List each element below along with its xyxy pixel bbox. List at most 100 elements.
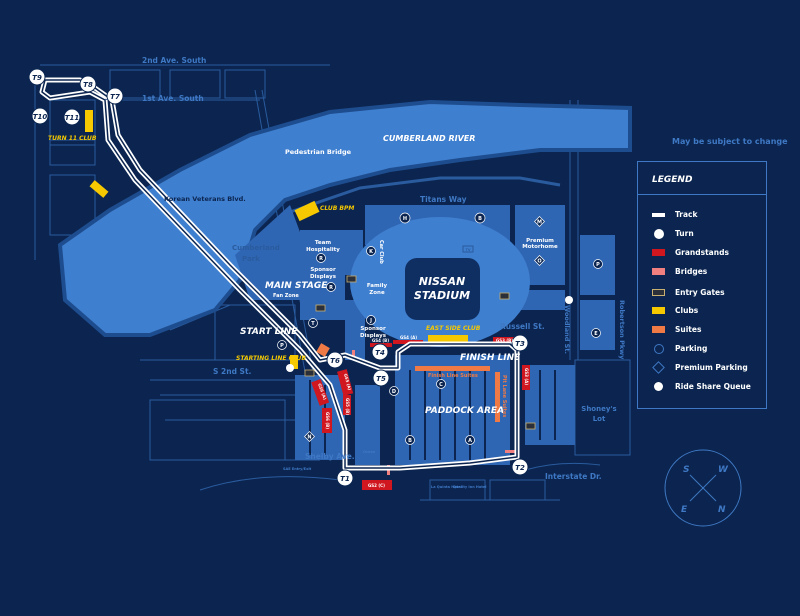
compass-s: S <box>683 465 689 475</box>
legend-label: Turn <box>675 229 694 238</box>
compass: S W E N <box>664 449 742 527</box>
team-hospitality-label: Hospitality <box>306 247 340 253</box>
compass-n: N <box>718 505 726 515</box>
grandstand-label: GS3 (A) <box>524 368 529 385</box>
legend-label: Bridges <box>675 267 708 276</box>
grandstand-label: GS5 (B) <box>345 398 350 415</box>
legend-label: Suites <box>675 325 702 334</box>
legend: LEGEND Track Turn Grandstands Bridges En… <box>637 161 767 409</box>
starting-line-club-label: STARTING LINE CLUB <box>236 355 306 362</box>
grandstand-label: GS4 (A) <box>400 335 417 340</box>
legend-item-ride-share: Ride Share Queue <box>652 382 751 391</box>
turn-label: T4 <box>375 349 385 357</box>
turn-t6: T6 <box>326 351 344 369</box>
legend-item-suites: Suites <box>652 325 701 334</box>
legend-item-track: Track <box>652 210 698 219</box>
parking-letter: B <box>408 438 412 444</box>
track <box>39 77 520 471</box>
club-bpm-label: CLUB BPM <box>320 205 354 212</box>
turn-t2: T2 <box>511 458 529 476</box>
legend-label: Track <box>675 210 698 219</box>
parking-letter: M <box>537 220 542 226</box>
family-zone-label: Family <box>367 283 388 289</box>
stadium-label: NISSAN <box>419 275 465 288</box>
turn-label: T5 <box>376 375 386 383</box>
starting-line-club-box <box>290 355 298 369</box>
grandstand-label: GS4 (B) <box>372 338 389 343</box>
legend-label: Premium Parking <box>675 363 748 372</box>
turn-label: T8 <box>83 81 93 89</box>
premium-parking-icon: M <box>534 216 545 227</box>
club-icon <box>652 307 665 314</box>
turn-icon <box>652 228 665 239</box>
street-s-2nd: S 2nd St. <box>213 367 252 376</box>
entry-gates <box>304 275 536 430</box>
park-label: Park <box>242 255 260 263</box>
turn-label: T1 <box>340 475 350 483</box>
street-entry: SAE Entry/Exit <box>283 467 312 471</box>
east-side-club-box <box>428 335 468 343</box>
parking-letter: R <box>319 256 323 262</box>
legend-item-grandstands: Grandstands <box>652 248 729 257</box>
stadium-field <box>405 258 480 320</box>
legend-label: Grandstands <box>675 248 729 257</box>
parking-letter: P <box>280 343 284 349</box>
street-russell: Russell St. <box>500 322 545 331</box>
parking-letter: D <box>392 389 396 395</box>
parking-icon: C <box>436 379 446 389</box>
team-hospitality-label: Team <box>315 240 331 246</box>
turn-t7: T7 <box>106 87 124 105</box>
suites <box>316 343 500 422</box>
street-woodland: Woodland St. <box>563 305 571 354</box>
turn-label: T2 <box>515 464 525 472</box>
place-labels: CUMBERLAND RIVER Pedestrian Bridge Cumbe… <box>232 134 617 489</box>
parking-letter: T <box>311 321 315 327</box>
street-robertson: Robertson Pkwy <box>618 300 626 360</box>
river-label: CUMBERLAND RIVER <box>383 134 475 143</box>
main-stage-label: MAIN STAGE <box>265 281 328 291</box>
sponsor-displays-label: Displays <box>360 333 387 339</box>
street-interstate: Interstate Dr. <box>545 472 602 481</box>
legend-title: LEGEND <box>638 162 766 195</box>
parking-icon: R <box>326 282 336 292</box>
premium-parking-icon: O <box>534 255 545 266</box>
turn-label: T10 <box>33 113 48 121</box>
cumberland-river <box>57 99 632 337</box>
parking-icon: J <box>366 315 376 325</box>
parking-icon: B <box>474 212 486 224</box>
grandstand-labels: GS4 (B) GS4 (A) GS3 (B) GS2 (C) GS5 (A) … <box>317 335 529 488</box>
parking-icon: H <box>399 212 411 224</box>
parking-letter: R <box>329 285 333 291</box>
legend-item-premium-parking: Premium Parking <box>652 361 748 374</box>
parking-letter: C <box>439 382 443 388</box>
grandstand-label: GS6 (A) <box>317 383 328 401</box>
pedestrian-bridge-label: Pedestrian Bridge <box>285 148 352 156</box>
ride-share-icon <box>652 382 665 391</box>
ride-share-icons <box>286 296 573 372</box>
turn-label: T9 <box>32 74 42 82</box>
parking-icon: B <box>405 435 415 445</box>
grandstand-icon <box>652 249 665 256</box>
parking-icon: E <box>591 328 601 338</box>
parking-letter: O <box>537 259 541 265</box>
premium-parking-icon: N <box>304 431 315 442</box>
shoneys-lot-label: Shoney's <box>581 405 616 413</box>
compass-e: E <box>681 505 688 515</box>
club-bpm-box <box>294 200 320 222</box>
legend-label: Entry Gates <box>675 288 725 297</box>
club-labels: TURN 11 CLUB CLUB BPM EAST SIDE CLUB STA… <box>48 135 481 362</box>
parking-icon: R <box>316 253 326 263</box>
sponsor-displays-label: Sponsor <box>310 267 336 273</box>
parking-icon: D <box>389 386 399 396</box>
premium-motorhome-label: Premium <box>526 238 554 244</box>
grandstand-label: GS6 (B) <box>325 412 330 429</box>
legend-item-clubs: Clubs <box>652 306 698 315</box>
start-line-label: START LINE <box>240 327 298 337</box>
finish-line-suites-label: Finish Line Suites <box>428 373 478 379</box>
legend-label: Ride Share Queue <box>675 382 751 391</box>
turn-t8: T8 <box>79 75 97 93</box>
street-shelby: Shelby Ave. <box>305 452 355 461</box>
turn-label: T3 <box>515 340 525 348</box>
turn11-club-box <box>85 110 93 132</box>
